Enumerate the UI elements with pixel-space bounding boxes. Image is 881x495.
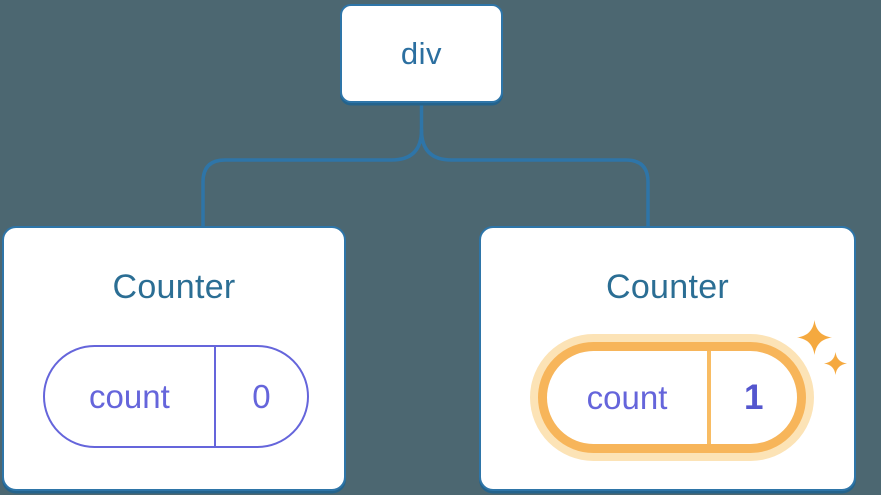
component-title: Counter (605, 268, 730, 306)
root-node-div: div (340, 4, 503, 103)
component-title: Counter (112, 268, 236, 306)
pill-divider (213, 347, 216, 446)
sparkle-icon (797, 320, 832, 355)
pill-divider (707, 351, 711, 444)
root-node-label: div (400, 35, 443, 71)
connector-left-branch (201, 99, 424, 229)
state-value: 1 (744, 377, 764, 417)
counter-card-left: Counter count 0 (2, 226, 346, 491)
state-pill: count 0 (43, 345, 309, 448)
connector-right-branch (419, 128, 650, 229)
state-value: 0 (252, 377, 271, 415)
state-pill-highlighted: count 1 (538, 342, 806, 453)
state-name: count (89, 377, 170, 415)
sparkle-icon (824, 352, 847, 375)
counter-card-right: Counter count 1 (479, 226, 856, 491)
state-name: count (586, 378, 668, 416)
